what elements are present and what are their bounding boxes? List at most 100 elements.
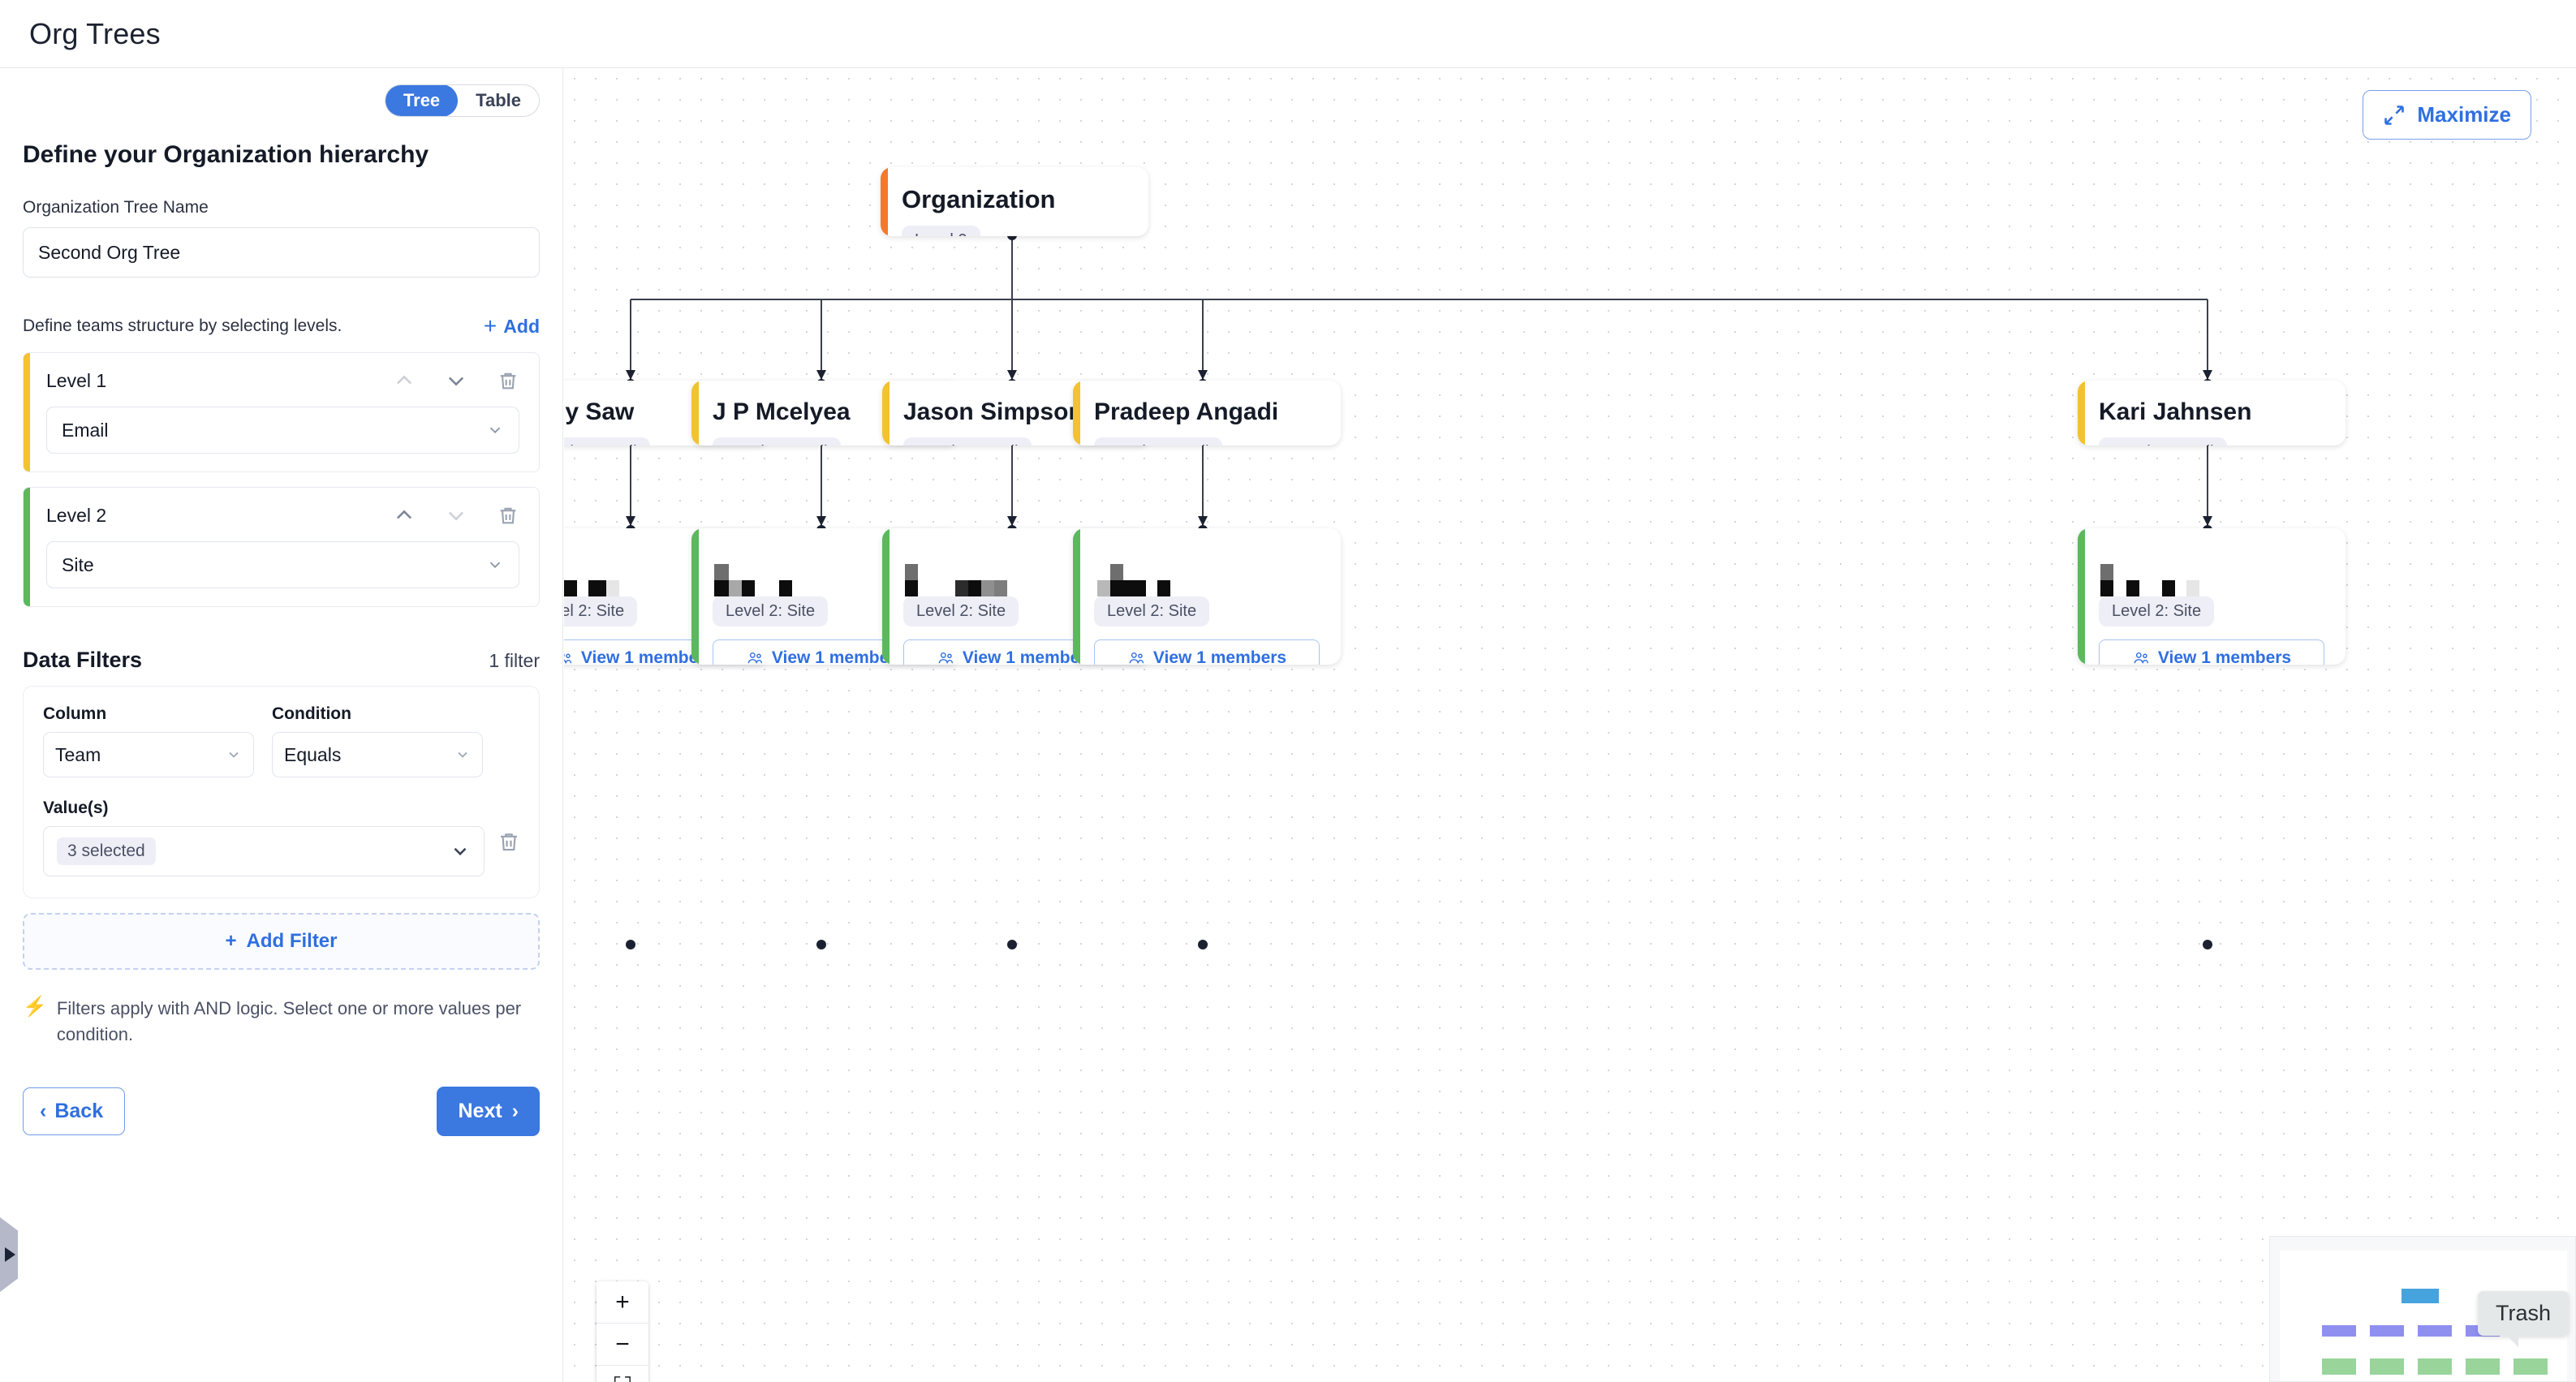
- next-label: Next: [458, 1099, 502, 1122]
- level-card-1: Level 1 Email: [23, 352, 540, 472]
- minimap-node-mid: [2370, 1325, 2404, 1337]
- node-title: J P Mcelyea: [713, 398, 851, 425]
- filters-note-text: Filters apply with AND logic. Select one…: [56, 998, 522, 1044]
- filter-column-value: Team: [55, 743, 101, 765]
- chevron-down-icon: [458, 751, 467, 758]
- node-title: Kari Jahnsen: [2099, 398, 2252, 425]
- selected-count-chip: 3 selected: [57, 837, 156, 865]
- node-level-badge: Level 1: Email: [2099, 437, 2227, 446]
- node-level-badge: Level 1: Email: [903, 437, 1032, 446]
- level-card-2: Level 2 Site: [23, 487, 540, 607]
- sidebar-drawer-handle[interactable]: [0, 1217, 18, 1292]
- tree-name-input[interactable]: [23, 227, 540, 278]
- zoom-in-button[interactable]: +: [597, 1281, 648, 1324]
- node-accent: [691, 528, 699, 665]
- node-accent: [2078, 528, 2085, 665]
- node-title: Jason Simpson: [903, 398, 1083, 425]
- level-accent-1: [24, 353, 30, 471]
- next-button[interactable]: Next ›: [437, 1086, 540, 1136]
- node-accent: [2078, 381, 2085, 446]
- node-level-badge: Level 1: Email: [713, 437, 841, 446]
- maximize-button[interactable]: Maximize: [2363, 90, 2531, 140]
- delete-level-icon[interactable]: [497, 369, 519, 392]
- tree-node-level2[interactable]: Level 2: Site View 1 members: [2078, 528, 2346, 665]
- tree-node-level1[interactable]: Kari Jahnsen Level 1: Email: [2078, 381, 2346, 446]
- tree-node-level2[interactable]: Level 2: Site View 1 members: [1073, 528, 1341, 665]
- tree-node-root[interactable]: Organization Level 0: [881, 167, 1148, 236]
- tab-table[interactable]: Table: [458, 85, 539, 116]
- minimap-node-leaf: [2514, 1358, 2548, 1375]
- chevron-down-icon: [489, 562, 501, 569]
- maximize-icon: [2384, 105, 2405, 125]
- tree-connectors: [626, 230, 2212, 949]
- minimap-node-mid: [2418, 1325, 2452, 1337]
- level-2-field-select[interactable]: Site: [46, 541, 519, 588]
- filter-column-select[interactable]: Team: [43, 732, 254, 777]
- move-up-icon[interactable]: [393, 369, 416, 392]
- levels-hint: Define teams structure by selecting leve…: [23, 316, 342, 335]
- chevron-down-icon: [229, 751, 239, 758]
- node-level-badge: Level 2: Site: [903, 596, 1019, 626]
- chevron-down-icon: [454, 847, 467, 856]
- chevron-right-icon: ›: [511, 1099, 519, 1122]
- tree-node-level1[interactable]: Pradeep Angadi Level 1: Email: [1073, 381, 1341, 446]
- add-filter-label: Add Filter: [246, 930, 338, 952]
- trash-tooltip: Trash: [2477, 1291, 2569, 1347]
- node-accent: [881, 167, 888, 236]
- tab-tree[interactable]: Tree: [385, 85, 459, 116]
- tree-canvas[interactable]: Maximize: [564, 68, 2576, 1382]
- move-up-icon[interactable]: [393, 504, 416, 527]
- view-members-label: View 1 members: [2157, 648, 2292, 665]
- level-name-1: Level 1: [46, 369, 107, 391]
- filter-count: 1 filter: [489, 650, 540, 671]
- values-label: Value(s): [43, 799, 109, 817]
- zoom-out-button[interactable]: −: [597, 1324, 648, 1366]
- minimap-node-leaf: [2418, 1358, 2452, 1375]
- level-accent-2: [24, 488, 30, 606]
- maximize-label: Maximize: [2417, 102, 2511, 127]
- node-title-redacted: [1094, 549, 1320, 596]
- node-title-redacted: [903, 549, 1129, 596]
- zoom-controls[interactable]: + − ⛶: [597, 1281, 648, 1382]
- people-icon: [1129, 652, 1144, 664]
- people-icon: [2134, 652, 2148, 664]
- minimap[interactable]: Trash: [2269, 1236, 2576, 1382]
- node-level-badge: Level 2: Site: [713, 596, 829, 626]
- filter-row: Column Team Condition Equals Value(s) 3: [23, 686, 540, 898]
- minimap-viewport: [2280, 1251, 2567, 1381]
- minimap-node-leaf: [2466, 1358, 2500, 1375]
- filters-note: ⚡ Filters apply with AND logic. Select o…: [23, 996, 526, 1048]
- node-accent: [882, 528, 890, 665]
- top-bar: Org Trees: [0, 0, 2576, 68]
- people-icon: [564, 653, 571, 664]
- filter-values-select[interactable]: 3 selected: [43, 826, 485, 876]
- node-level-badge: Level 1: Email: [564, 437, 650, 446]
- level-1-field-select[interactable]: Email: [46, 407, 519, 454]
- node-title-redacted: [2099, 549, 2324, 596]
- back-button[interactable]: ‹ Back: [23, 1087, 126, 1135]
- move-down-icon[interactable]: [445, 504, 467, 527]
- view-members-button[interactable]: View 1 members: [2099, 639, 2324, 665]
- tree-name-label: Organization Tree Name: [23, 198, 209, 217]
- sidebar-heading: Define your Organization hierarchy: [23, 141, 429, 168]
- view-mode-toggle[interactable]: Tree Table: [384, 84, 540, 117]
- delete-level-icon[interactable]: [497, 504, 519, 527]
- filter-condition-select[interactable]: Equals: [272, 732, 483, 777]
- view-members-button[interactable]: View 1 members: [1094, 639, 1320, 665]
- filter-condition-value: Equals: [284, 743, 342, 765]
- level-2-field-value: Site: [62, 553, 94, 575]
- fit-view-button[interactable]: ⛶: [597, 1366, 648, 1382]
- column-label: Column: [43, 704, 107, 723]
- level-1-field-value: Email: [62, 419, 109, 441]
- add-filter-button[interactable]: + Add Filter: [23, 913, 540, 970]
- add-level-label: Add: [503, 315, 540, 337]
- plus-icon: +: [225, 930, 237, 952]
- add-level-button[interactable]: + Add: [484, 315, 540, 338]
- minimap-node-leaf: [2370, 1358, 2404, 1375]
- node-level-badge: Level 2: Site: [564, 596, 638, 626]
- node-accent: [691, 381, 699, 446]
- chevron-down-icon: [489, 427, 501, 434]
- move-down-icon[interactable]: [445, 369, 467, 392]
- view-members-label: View 1 members: [580, 648, 715, 665]
- delete-filter-icon[interactable]: [497, 829, 521, 854]
